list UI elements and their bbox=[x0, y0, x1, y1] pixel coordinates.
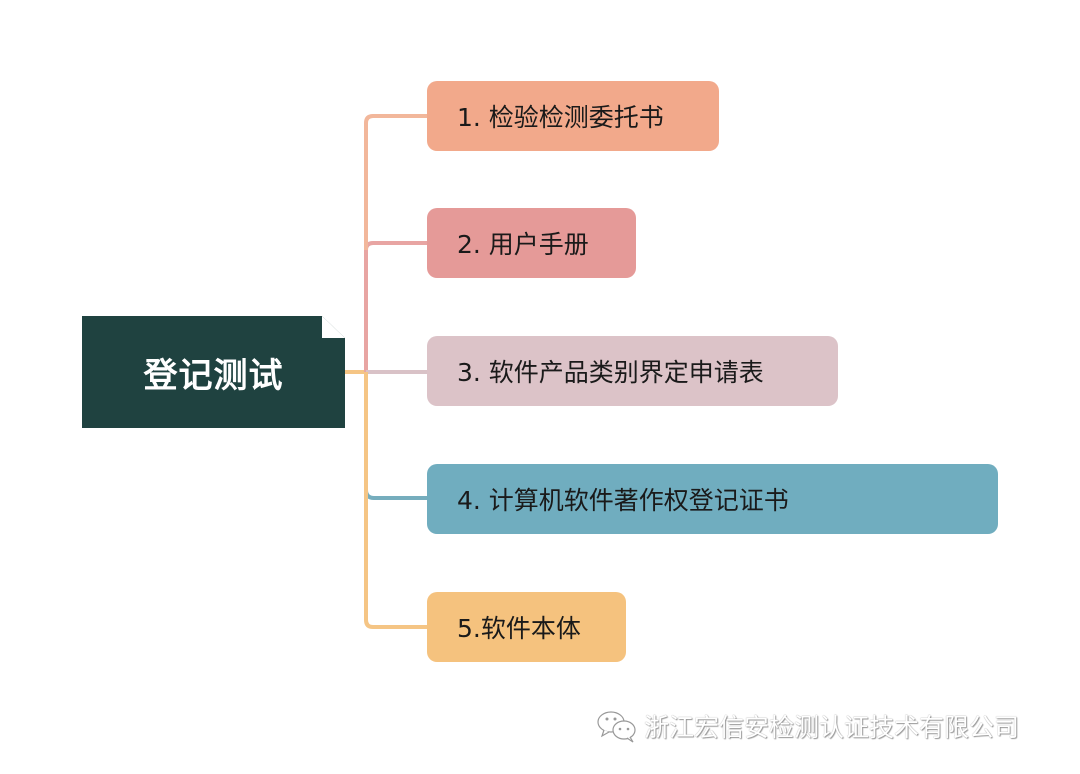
branch-node-3[interactable]: 3. 软件产品类别界定申请表 bbox=[427, 336, 838, 406]
branch-label: 3. 软件产品类别界定申请表 bbox=[457, 358, 764, 387]
root-node[interactable]: 登记测试 bbox=[82, 316, 345, 428]
watermark-text: 浙江宏信安检测认证技术有限公司 bbox=[644, 713, 1020, 742]
branch-label: 4. 计算机软件著作权登记证书 bbox=[457, 486, 789, 515]
wechat-icon bbox=[597, 711, 636, 743]
branch-label: 2. 用户手册 bbox=[457, 230, 589, 259]
branch-node-5[interactable]: 5.软件本体 bbox=[427, 592, 626, 662]
branch-label: 1. 检验检测委托书 bbox=[457, 103, 664, 132]
watermark: 浙江宏信安检测认证技术有限公司 bbox=[596, 706, 1019, 746]
branch-node-2[interactable]: 2. 用户手册 bbox=[427, 208, 636, 278]
branch-node-1[interactable]: 1. 检验检测委托书 bbox=[427, 81, 719, 151]
branch-node-4[interactable]: 4. 计算机软件著作权登记证书 bbox=[427, 464, 998, 534]
branch-label: 5.软件本体 bbox=[457, 614, 581, 643]
root-label: 登记测试 bbox=[143, 355, 284, 396]
